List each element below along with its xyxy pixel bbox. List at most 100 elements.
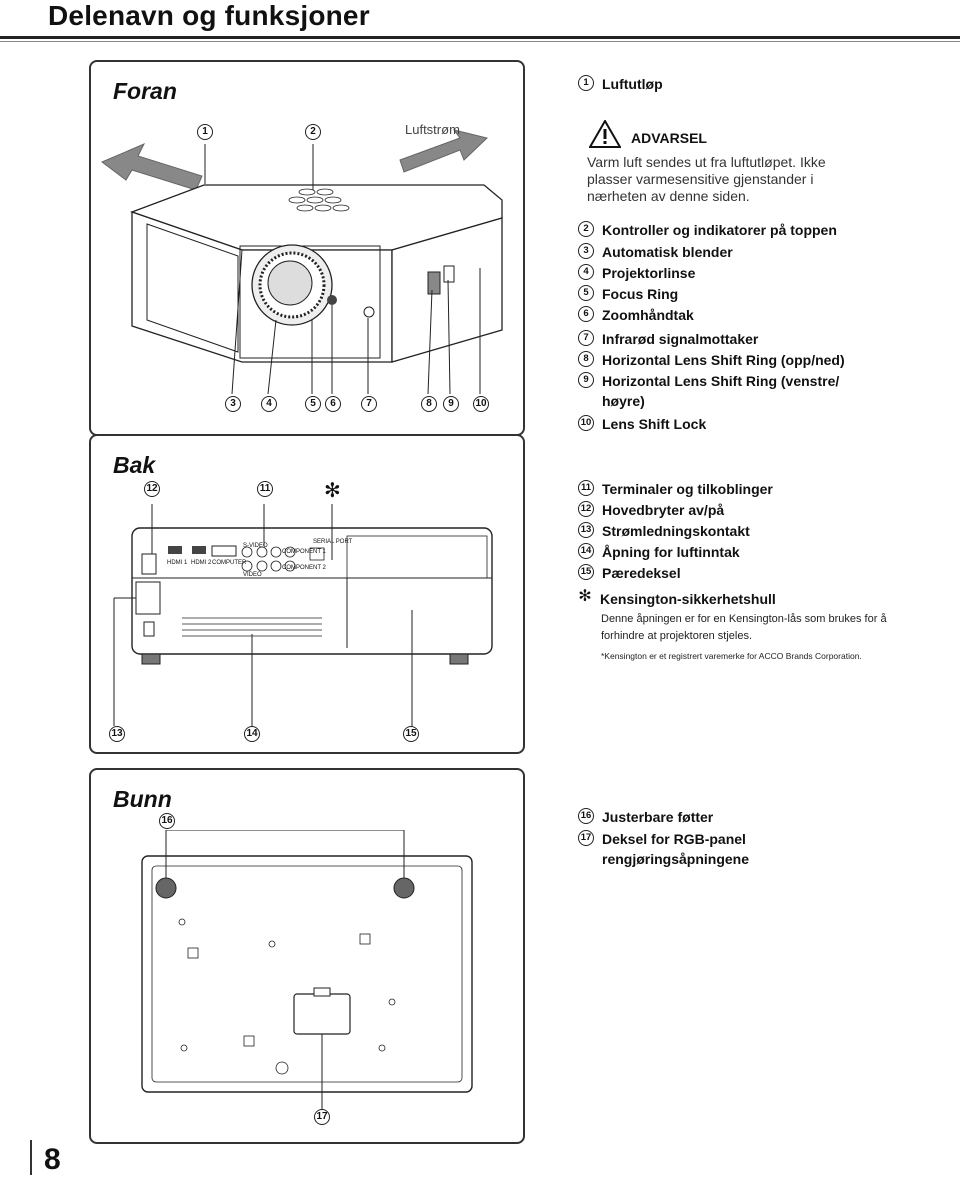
front-item-7: 7 Infrarød signalmottaker (578, 329, 758, 349)
item-number: 3 (578, 243, 594, 259)
airflow-label: Luftstrøm (405, 122, 460, 137)
back-item-11: 11 Terminaler og tilkoblinger (578, 479, 773, 499)
warning-title: ADVARSEL (631, 130, 707, 146)
callout-6: 6 (325, 396, 341, 412)
callout-16: 16 (159, 813, 175, 829)
item-label: Projektorlinse (602, 265, 696, 281)
callout-9: 9 (443, 396, 459, 412)
front-item-6: 6 Zoomhåndtak (578, 305, 694, 325)
callout-5: 5 (305, 396, 321, 412)
airflow-in-arrow (399, 129, 489, 173)
item-number: 10 (578, 415, 594, 431)
item-number: 4 (578, 264, 594, 280)
item-number: 9 (578, 372, 594, 388)
trademark-note: *Kensington er et registrert varemerke f… (601, 651, 862, 661)
page-title: Delenavn og funksjoner (48, 0, 370, 31)
item-number: 12 (578, 501, 594, 517)
item-number: 5 (578, 285, 594, 301)
item-number: 11 (578, 480, 594, 496)
callout-7: 7 (361, 396, 377, 412)
bottom-projector-illustration (141, 830, 473, 1110)
item-number: 14 (578, 543, 594, 559)
item-label: Zoomhåndtak (602, 307, 694, 323)
page-number-rule (30, 1140, 32, 1175)
item-number: 7 (578, 330, 594, 346)
back-item-13: 13 Strømledningskontakt (578, 521, 750, 541)
panel-label-hdmi1: HDMI 1 (167, 560, 188, 566)
item-label: Åpning for luftinntak (602, 544, 740, 560)
item-label: Infrarød signalmottaker (602, 331, 759, 347)
back-item-12: 12 Hovedbryter av/på (578, 500, 724, 520)
item-number: ✻ (578, 588, 592, 605)
item-number: 13 (578, 522, 594, 538)
front-item-1: 1 Luftutløp (578, 74, 663, 94)
callout-15: 15 (403, 726, 419, 742)
item-label: Deksel for RGB-panel rengjøringsåpningen… (602, 831, 750, 867)
panel-label-svideo: S-VIDEO (243, 543, 268, 549)
front-item-3: 3 Automatisk blender (578, 242, 733, 262)
item-label: Kontroller og indikatorer på toppen (602, 222, 837, 238)
item-number: 2 (578, 221, 594, 237)
item-label: Luftutløp (602, 76, 663, 92)
lens-glass (267, 260, 313, 306)
front-heading: Foran (113, 78, 177, 104)
bottom-item-17: 17 Deksel for RGB-panel rengjøringsåpnin… (578, 829, 798, 869)
item-number: 16 (578, 808, 594, 824)
item-label: Horizontal Lens Shift Ring (opp/ned) (602, 352, 845, 368)
item-label: Kensington-sikkerhetshull (600, 591, 776, 607)
callout-3: 3 (225, 396, 241, 412)
airflow-out-arrow (101, 143, 203, 191)
item-label: Strømledningskontakt (602, 523, 750, 539)
front-item-8: 8 Horizontal Lens Shift Ring (opp/ned) (578, 350, 845, 370)
panel-label-component1: COMPONENT 1 (282, 549, 326, 555)
callout-1: 1 (197, 124, 213, 140)
back-item-14: 14 Åpning for luftinntak (578, 542, 740, 562)
title-rule-thin (0, 41, 960, 42)
back-heading: Bak (113, 452, 156, 478)
item-number: 15 (578, 564, 594, 580)
callout-8: 8 (421, 396, 437, 412)
front-item-5: 5 Focus Ring (578, 284, 678, 304)
panel-label-computer: COMPUTER (212, 560, 247, 566)
warning-icon (589, 120, 621, 148)
rear-body (131, 527, 493, 655)
title-rule (0, 36, 960, 39)
front-item-2: 2 Kontroller og indikatorer på toppen (578, 220, 837, 240)
front-item-10: 10 Lens Shift Lock (578, 414, 706, 434)
panel-label-video: VIDEO (243, 572, 262, 578)
item-label: Horizontal Lens Shift Ring (venstre/ høy… (602, 373, 840, 409)
item-label: Hovedbryter av/på (602, 502, 725, 518)
item-number: 6 (578, 306, 594, 322)
panel-label-component2: COMPONENT 2 (282, 565, 326, 571)
item-number: 8 (578, 351, 594, 367)
rgb-panel-cover (293, 993, 351, 1035)
power-socket (135, 581, 161, 615)
callout-4: 4 (261, 396, 277, 412)
item-number: 1 (578, 75, 594, 91)
item-label: Justerbare føtter (602, 809, 714, 825)
bottom-heading: Bunn (113, 786, 172, 812)
ir-receiver (363, 306, 375, 318)
front-item-9: 9 Horizontal Lens Shift Ring (venstre/ h… (578, 371, 878, 411)
item-label: Focus Ring (602, 286, 679, 302)
callout-11: 11 (257, 481, 273, 497)
projector-side (391, 217, 503, 363)
kensington-note: Denne åpningen er for en Kensington-lås … (601, 613, 887, 642)
item-label: Terminaler og tilkoblinger (602, 481, 773, 497)
item-label: Lens Shift Lock (602, 416, 707, 432)
bottom-body (141, 855, 473, 1093)
panel-label-serial: SERIAL PORT (313, 539, 353, 545)
warning-text: Varm luft sendes ut fra luftutløpet. Ikk… (587, 154, 826, 204)
front-item-4: 4 Projektorlinse (578, 263, 695, 283)
foot-right (393, 877, 415, 899)
callout-2: 2 (305, 124, 321, 140)
foot-left (155, 877, 177, 899)
bottom-item-16: 16 Justerbare føtter (578, 807, 713, 827)
item-number: 17 (578, 830, 594, 846)
front-projector-illustration (101, 129, 503, 395)
callout-12: 12 (144, 481, 160, 497)
callout-10: 10 (473, 396, 489, 412)
power-switch (141, 553, 157, 575)
callout-13: 13 (109, 726, 125, 742)
back-item-15: 15 Pæredeksel (578, 563, 681, 583)
